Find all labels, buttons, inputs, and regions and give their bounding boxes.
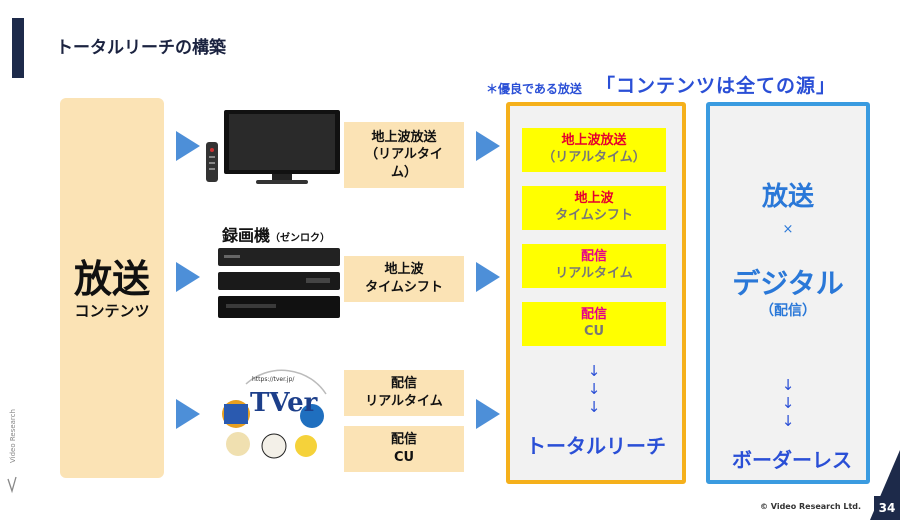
label-terrestrial-timeshift: 地上波 タイムシフト — [344, 256, 464, 302]
video-research-vertical-logo: Video Research — [7, 409, 17, 494]
borderless-label: ボーダーレス — [732, 448, 852, 472]
arrow-down-icon: ↓ — [587, 362, 601, 380]
label-stream-cu: 配信 CU — [344, 426, 464, 472]
title-accent-bar — [12, 18, 24, 78]
vertical-brand-text: Video Research — [9, 409, 17, 463]
content-source-quote: 「コンテンツは全ての源」 — [596, 75, 837, 97]
label-terrestrial-realtime: 地上波放送 （リアルタイ ム） — [344, 122, 464, 188]
tv-icon — [206, 110, 340, 184]
label-stream-realtime: 配信 リアルタイム — [344, 370, 464, 416]
yellow-box-line1: 地上波放送 — [561, 133, 627, 149]
blue-box-times: × — [782, 222, 794, 237]
yellow-box-terrestrial-realtime: 地上波放送 （リアルタイム） — [522, 128, 666, 172]
arrow-right-icon — [176, 262, 200, 292]
yellow-box-line2: CU — [583, 324, 605, 339]
arrow-down-icon: ↓ — [781, 394, 795, 412]
yellow-box-line1: 地上波 — [574, 191, 614, 207]
arrow-right-icon — [176, 131, 200, 161]
arrow-right-icon — [476, 131, 500, 161]
arrow-right-icon — [176, 399, 200, 429]
quality-note: ＊優良である放送 — [486, 82, 582, 96]
yellow-box-line2: リアルタイム — [555, 266, 633, 281]
arrow-down-icon: ↓ — [587, 380, 601, 398]
yellow-box-terrestrial-timeshift: 地上波 タイムシフト — [522, 186, 666, 230]
arrow-down-icon: ↓ — [781, 412, 795, 430]
yellow-box-line1: 配信 — [580, 307, 607, 323]
yellow-box-line2: （リアルタイム） — [542, 150, 646, 165]
blue-box-broadcast: 放送 — [761, 182, 814, 212]
page-number: 34 — [874, 496, 900, 520]
blue-box-streaming: （配信） — [760, 303, 816, 319]
tver-url: https://tver.jp/ — [252, 376, 295, 383]
copyright: © Video Research Ltd. — [760, 502, 862, 511]
yellow-box-line1: 配信 — [580, 249, 607, 265]
blue-box-digital: デジタル — [732, 267, 844, 300]
arrow-down-icon: ↓ — [781, 376, 795, 394]
borderless-box — [706, 102, 870, 484]
recorder-main-label: 録画機 — [222, 226, 271, 245]
recorder-sub-label: （ゼンロク） — [270, 233, 331, 244]
arrow-right-icon — [476, 262, 500, 292]
total-reach-label: トータルリーチ — [526, 434, 666, 458]
down-arrows-blue: ↓ ↓ ↓ — [778, 376, 798, 430]
recorder-title: 録画機（ゼンロク） — [222, 222, 330, 246]
yellow-box-stream-realtime: 配信 リアルタイム — [522, 244, 666, 288]
tver-logo-text: TVer — [250, 388, 318, 418]
broadcast-label: 放送 — [73, 257, 150, 301]
yellow-box-line2: タイムシフト — [555, 208, 633, 223]
arrow-right-icon — [476, 399, 500, 429]
yellow-box-stream-cu: 配信 CU — [522, 302, 666, 346]
page-title: トータルリーチの構築 — [56, 38, 226, 58]
recorder-icon — [218, 248, 340, 318]
down-arrows-orange: ↓ ↓ ↓ — [584, 362, 604, 416]
content-label: コンテンツ — [74, 302, 150, 320]
arrow-down-icon: ↓ — [587, 398, 601, 416]
tver-logo-icon — [222, 369, 327, 459]
broadcast-content-box — [60, 98, 164, 478]
